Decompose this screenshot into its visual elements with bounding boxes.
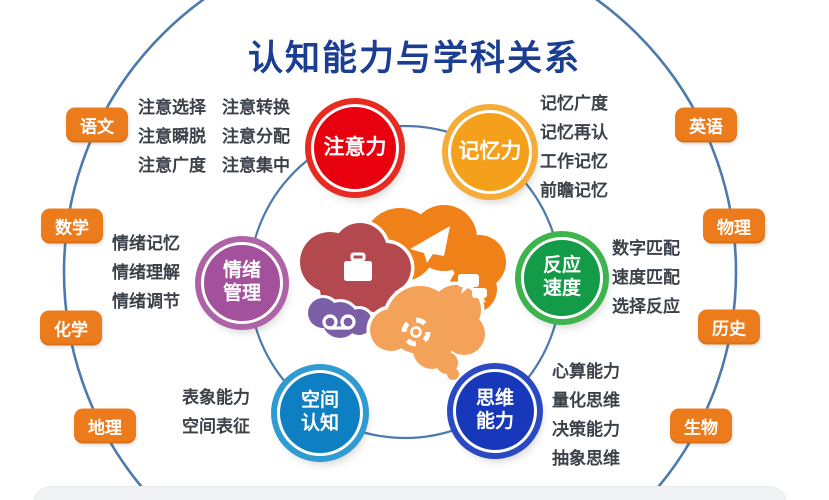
skill-item: 选择反应 — [612, 297, 680, 316]
skill-item: 前瞻记忆 — [540, 181, 608, 200]
node-reaction-label-1: 反应 — [542, 255, 581, 277]
skill-item: 速度匹配 — [612, 268, 680, 287]
skill-item: 情绪记忆 — [112, 234, 180, 253]
emotion-skill-list: 情绪记忆 情绪理解 情绪调节 — [112, 229, 180, 316]
node-attention-label: 注意力 — [323, 136, 387, 160]
spatial-skill-list: 表象能力 空间表征 — [182, 383, 250, 441]
briefcase-icon — [344, 252, 372, 281]
node-memory: 记忆力 — [448, 110, 532, 194]
skill-item: 数字匹配 — [612, 239, 680, 258]
subject-tag-math: 数学 — [41, 208, 103, 244]
node-thinking-label-2: 能力 — [475, 411, 514, 432]
skill-item: 记忆再认 — [540, 123, 608, 142]
skill-item: 工作记忆 — [540, 152, 608, 171]
outer-ring — [62, 0, 738, 500]
skill-item: 注意瞬脱 — [138, 127, 206, 146]
voicemail-icon — [322, 314, 356, 330]
skill-item: 记忆广度 — [540, 94, 608, 113]
skill-item: 情绪理解 — [112, 263, 180, 282]
thinking-skill-list: 心算能力 量化思维 决策能力 抽象思维 — [552, 357, 620, 473]
skill-item: 注意分配 — [222, 127, 290, 146]
node-spatial-label-1: 空间 — [300, 390, 339, 412]
node-thinking-label-1: 思维 — [475, 388, 514, 410]
subject-tag-chinese: 语文 — [66, 107, 128, 143]
chat-bubbles-icon — [458, 274, 487, 303]
skill-item: 注意广度 — [138, 156, 206, 175]
skill-item: 心算能力 — [552, 362, 620, 381]
skill-item: 情绪调节 — [112, 292, 180, 311]
skill-item: 注意选择 — [138, 98, 206, 117]
skill-item: 抽象思维 — [552, 449, 620, 468]
node-attention: 注意力 — [311, 104, 399, 192]
skill-item: 量化思维 — [552, 391, 620, 410]
attention-skill-list: 注意选择 注意转换 注意瞬脱 注意分配 注意广度 注意集中 — [138, 93, 290, 180]
subject-tag-physics: 物理 — [703, 208, 765, 244]
memory-skill-list: 记忆广度 记忆再认 工作记忆 前瞻记忆 — [540, 89, 608, 205]
node-emotion-label-1: 情绪 — [222, 260, 261, 282]
subject-tag-geography: 地理 — [74, 408, 136, 444]
node-thinking: 思维 能力 — [453, 369, 537, 453]
node-spatial: 空间 认知 — [277, 370, 363, 456]
node-emotion: 情绪 管理 — [201, 242, 283, 324]
node-spatial-label-2: 认知 — [300, 413, 339, 434]
lifebuoy-icon — [401, 317, 431, 347]
subject-tag-chemistry: 化学 — [40, 310, 102, 346]
skill-item: 注意集中 — [222, 156, 290, 175]
subject-tag-history: 历史 — [698, 309, 760, 345]
node-memory-label: 记忆力 — [458, 140, 522, 164]
node-reaction: 反应 速度 — [521, 237, 603, 319]
subject-tag-biology: 生物 — [670, 408, 732, 444]
skill-item: 决策能力 — [552, 420, 620, 439]
skill-item: 表象能力 — [182, 388, 250, 407]
bottom-input-bar[interactable] — [33, 486, 787, 500]
reaction-skill-list: 数字匹配 速度匹配 选择反应 — [612, 234, 680, 321]
skill-item: 空间表征 — [182, 417, 250, 436]
node-reaction-label-2: 速度 — [542, 278, 581, 299]
subject-tag-english: 英语 — [675, 107, 737, 143]
skill-item: 注意转换 — [222, 98, 290, 117]
paper-plane-icon — [410, 226, 450, 263]
node-emotion-label-2: 管理 — [222, 283, 261, 304]
page-title: 认知能力与学科关系 — [248, 39, 582, 78]
